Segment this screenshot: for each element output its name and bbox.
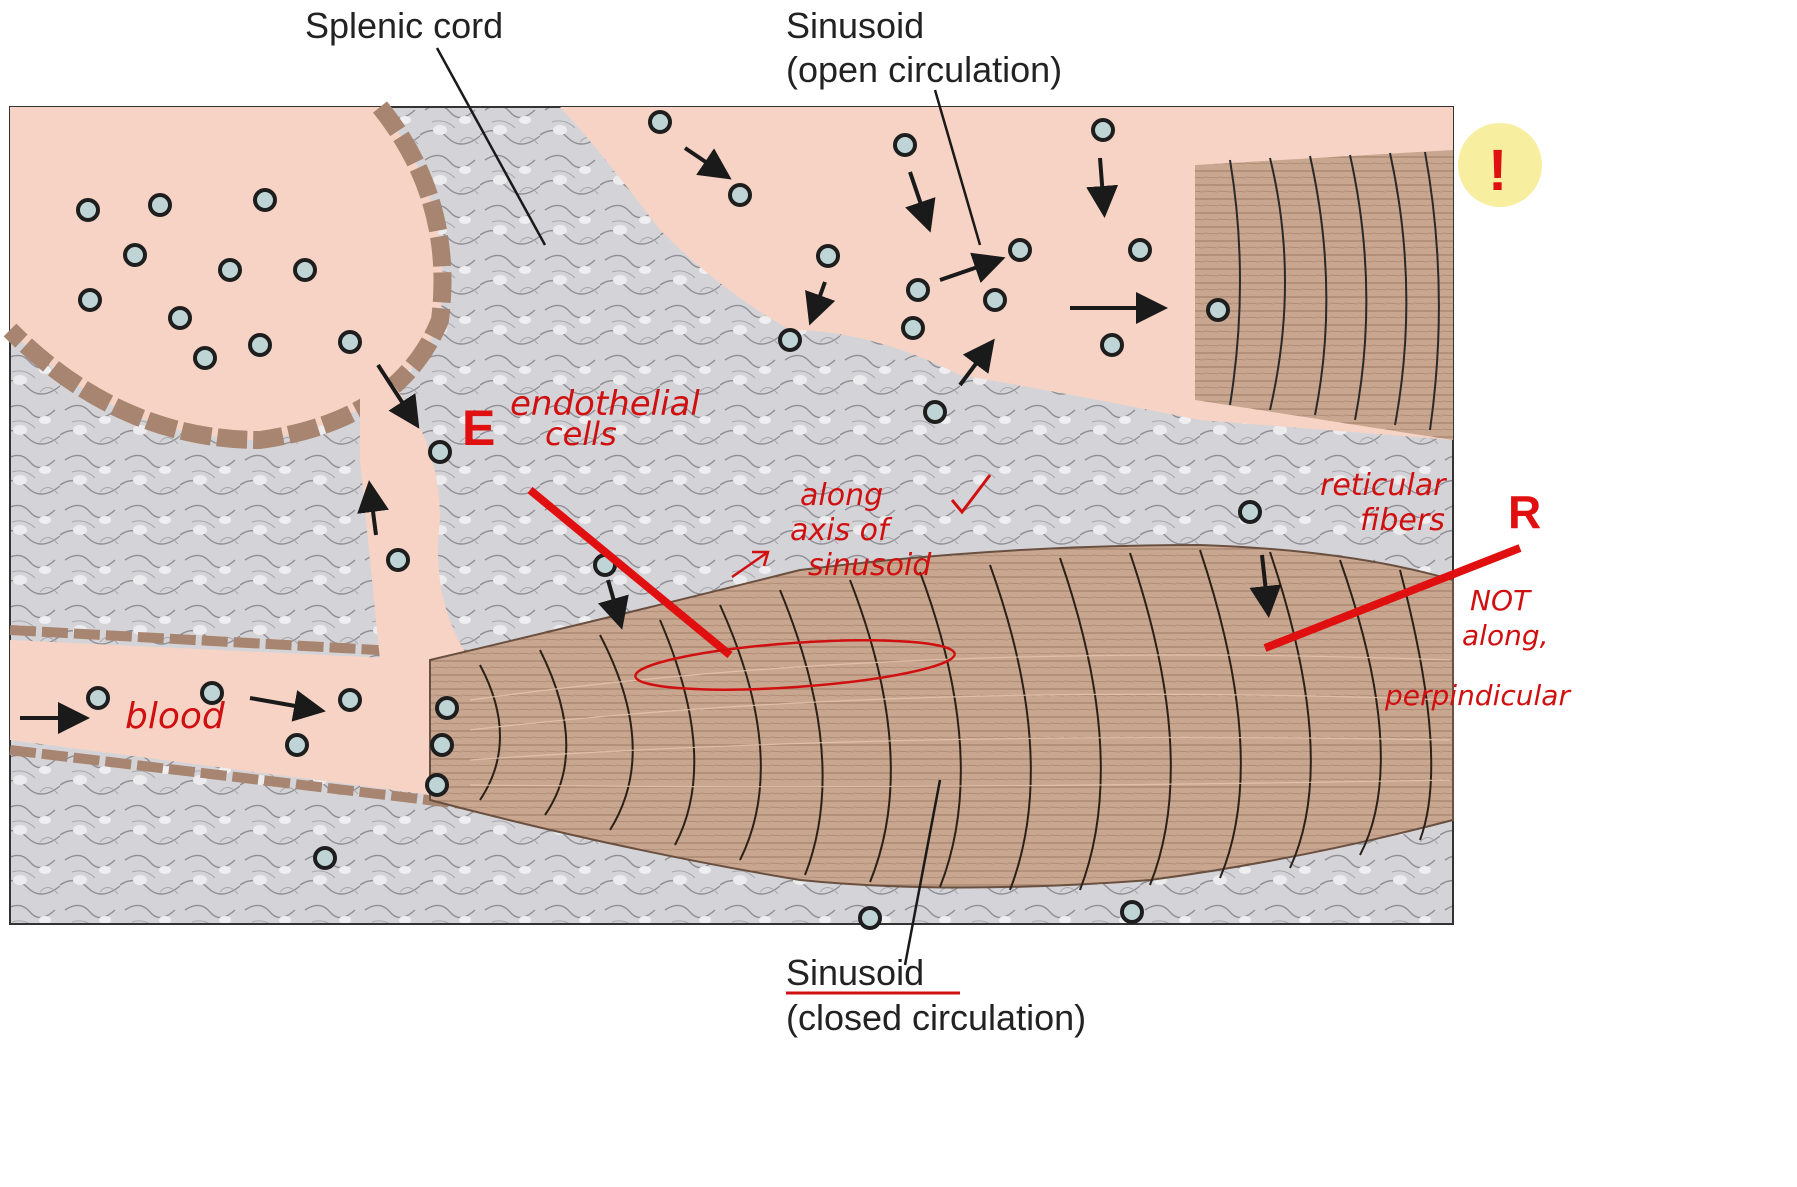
blood-cell [287, 735, 307, 755]
exclamation-highlight: ! [1458, 123, 1542, 207]
annotation-axis-of: axis of [790, 513, 893, 548]
blood-cell [220, 260, 240, 280]
annotation-blood: blood [125, 696, 226, 737]
annotation-along: along [800, 478, 883, 513]
blood-cell [1208, 300, 1228, 320]
blood-cell [388, 550, 408, 570]
exclamation-mark: ! [1488, 138, 1507, 203]
blood-cell [1122, 902, 1142, 922]
annotation-letter-e: E [462, 400, 495, 456]
blood-cell [427, 775, 447, 795]
annotation-not: NOT [1470, 584, 1532, 617]
blood-cell [340, 690, 360, 710]
blood-cell [80, 290, 100, 310]
label-sinusoid-closed-2: (closed circulation) [786, 997, 1086, 1038]
blood-cell [985, 290, 1005, 310]
label-sinusoid-open-2: (open circulation) [786, 49, 1062, 90]
annotation-reticular: reticular [1320, 468, 1447, 503]
blood-cell [88, 688, 108, 708]
blood-cell [250, 335, 270, 355]
blood-cell [432, 735, 452, 755]
annotation-sinusoid: sinusoid [808, 548, 932, 583]
blood-cell [1093, 120, 1113, 140]
blood-cell [860, 908, 880, 928]
annotation-perpendicular: perpindicular [1384, 679, 1571, 712]
annotation-letter-r: R [1508, 486, 1541, 538]
blood-cell [255, 190, 275, 210]
blood-cell [908, 280, 928, 300]
blood-cell [925, 402, 945, 422]
blood-cell [125, 245, 145, 265]
annotation-fibers: fibers [1360, 503, 1445, 538]
label-sinusoid-open-1: Sinusoid [786, 5, 924, 46]
blood-cell [295, 260, 315, 280]
blood-cell [1130, 240, 1150, 260]
sinusoid-upper-wall [1195, 150, 1453, 440]
blood-cell [78, 200, 98, 220]
blood-cell [780, 330, 800, 350]
blood-cell [1102, 335, 1122, 355]
blood-cell [818, 246, 838, 266]
blood-cell [195, 348, 215, 368]
blood-cell [437, 698, 457, 718]
blood-cell [340, 332, 360, 352]
blood-cell [1240, 502, 1260, 522]
label-splenic-cord: Splenic cord [305, 5, 503, 46]
blood-cell [170, 308, 190, 328]
annotation-along-comma: along, [1462, 619, 1549, 652]
blood-cell [315, 848, 335, 868]
blood-cell [650, 112, 670, 132]
blood-cell [730, 185, 750, 205]
blood-cell [430, 442, 450, 462]
label-sinusoid-closed-1: Sinusoid [786, 952, 924, 993]
annotation-cells: cells [545, 415, 617, 453]
blood-cell [150, 195, 170, 215]
blood-cell [1010, 240, 1030, 260]
blood-cell [903, 318, 923, 338]
blood-cell [895, 135, 915, 155]
